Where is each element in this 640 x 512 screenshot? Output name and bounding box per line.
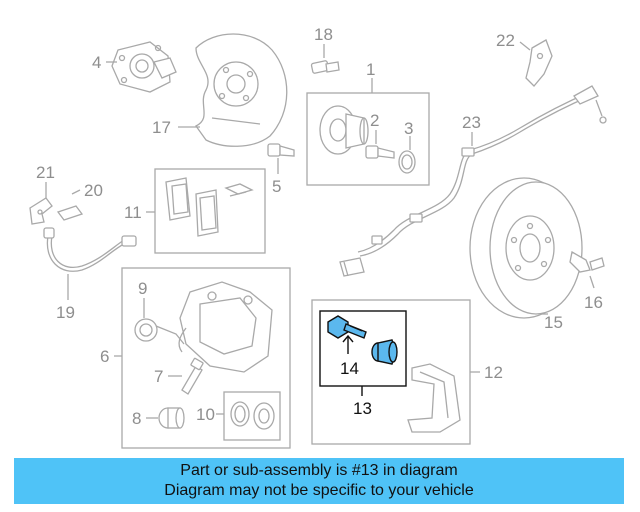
guide-bolt-14-highlight-part [327,315,367,339]
bolt-2-part [365,145,395,159]
bolt-5-part [267,143,295,157]
brake-caliper-part [178,281,273,373]
group-box-13-highlight [319,310,407,387]
seal-ring-3-part [398,150,416,174]
screw-16-part [569,250,605,273]
callout-14[interactable]: 14 [340,359,359,378]
group-box-10 [223,391,281,441]
exploded-view-diagram: 4 17 18 1 2 3 5 [29,25,607,449]
leader-14-arrow [342,334,354,343]
callout-22[interactable]: 22 [496,31,515,50]
callout-16[interactable]: 16 [584,293,603,312]
splash-shield-part [195,33,288,147]
callout-15[interactable]: 15 [544,313,563,332]
callout-7[interactable]: 7 [154,367,163,386]
callout-6[interactable]: 6 [100,347,109,366]
callout-3[interactable]: 3 [404,119,413,138]
bracket-21-part [29,197,53,225]
guide-sleeve-boot-highlight-part [371,339,398,365]
callout-23[interactable]: 23 [462,113,481,132]
callout-5[interactable]: 5 [272,177,281,196]
banner-line-2: Diagram may not be specific to your vehi… [164,482,474,499]
leader-22 [519,41,531,51]
brake-cable-19-part [43,227,137,272]
bolt-18-part [310,60,340,74]
callout-20[interactable]: 20 [84,181,103,200]
group-box-1 [306,92,430,186]
wheel-hub-flange-part [111,41,177,93]
callout-1[interactable]: 1 [366,60,375,79]
callout-12[interactable]: 12 [484,363,503,382]
callout-13[interactable]: 13 [353,399,372,418]
bleeder-screw-7-part [181,357,204,395]
info-banner: Part or sub-assembly is #13 in diagram D… [14,458,624,504]
caliper-bracket-12-part [407,363,461,433]
group-box-6 [121,267,291,449]
callout-11[interactable]: 11 [124,203,142,222]
callout-9[interactable]: 9 [138,279,147,298]
clip-20-part [56,205,84,221]
abs-wire-23-part [339,85,607,277]
leader-20 [71,189,81,195]
seal-kit-10-part [230,401,275,430]
callout-4[interactable]: 4 [92,53,101,72]
callout-19[interactable]: 19 [56,303,75,322]
callout-2[interactable]: 2 [370,111,379,130]
brake-pad-set-part [165,177,254,237]
callout-17[interactable]: 17 [152,118,171,137]
abs-sensor-22-part [525,39,553,87]
spring-clip-9-part [134,318,185,345]
callout-10[interactable]: 10 [196,405,215,424]
group-box-11 [154,168,266,254]
callout-21[interactable]: 21 [36,163,55,182]
banner-line-1: Part or sub-assembly is #13 in diagram [180,462,458,479]
leader-16 [589,275,595,289]
callout-8[interactable]: 8 [132,409,141,428]
callout-18[interactable]: 18 [314,25,333,44]
guide-sleeve-8-part [158,407,185,429]
hub-bearing-part [319,105,369,155]
brake-rotor-15-part [469,177,583,319]
